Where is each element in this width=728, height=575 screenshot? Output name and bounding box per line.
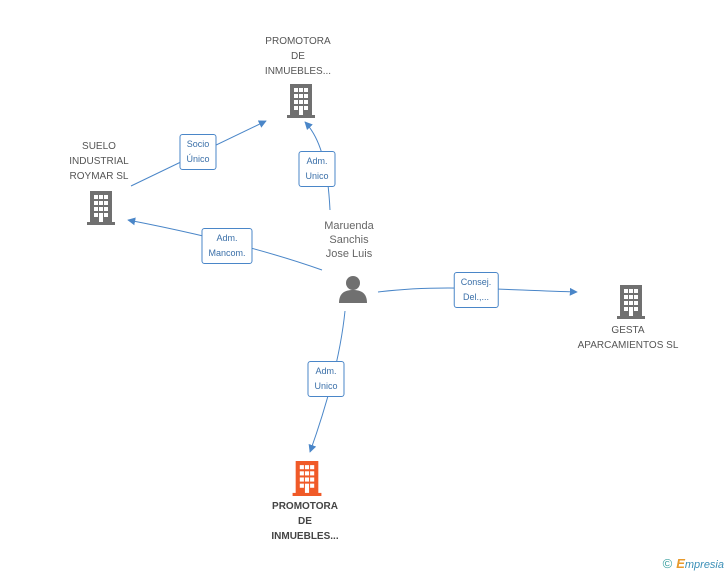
edge-label-adm-unico-top[interactable]: Adm. Unico (298, 151, 336, 187)
person-icon[interactable] (339, 276, 367, 303)
node-label-line: INMUEBLES... (264, 66, 332, 77)
edge-label-socio-unico[interactable]: Socio Único (179, 134, 217, 170)
edge-label-line: Socio (186, 139, 210, 149)
node-label-person[interactable]: Maruenda Sanchis Jose Luis (324, 219, 374, 261)
node-label-suelo[interactable]: SUELO INDUSTRIAL ROYMAR SL (69, 139, 128, 184)
building-icon[interactable] (617, 285, 645, 319)
node-label-line: SUELO (82, 141, 116, 152)
node-label-line: DE (291, 51, 305, 62)
edge-label-line: Consej. (460, 277, 492, 287)
building-icon-highlight[interactable] (292, 461, 322, 496)
edge-label-consej-del[interactable]: Consej. Del.,... (453, 272, 499, 308)
edge-label-line: Unico (314, 381, 338, 391)
node-label-gesta[interactable]: GESTA APARCAMIENTOS SL (578, 323, 679, 353)
edge-label-line: Del.,... (462, 292, 490, 302)
node-label-line: Maruenda (324, 220, 374, 232)
node-label-line: Sanchis (329, 234, 369, 246)
node-label-line: PROMOTORA (272, 501, 338, 512)
node-label-promotora-bottom[interactable]: PROMOTORA DE INMUEBLES... (271, 499, 338, 544)
edge-label-line: Único (186, 154, 210, 164)
edge-label-adm-mancom[interactable]: Adm. Mancom. (201, 228, 253, 264)
node-label-line: GESTA (611, 325, 645, 336)
edge-label-line: Unico (305, 171, 329, 181)
node-label-line: PROMOTORA (265, 36, 331, 47)
node-label-line: INDUSTRIAL (69, 156, 129, 167)
brand-footer[interactable]: ©Empresia (663, 556, 724, 571)
node-label-line: Jose Luis (325, 248, 373, 260)
building-icon[interactable] (87, 191, 115, 225)
brand-logo-letter: E (676, 556, 685, 571)
brand-logo-text: mpresia (684, 559, 724, 571)
copyright-icon: © (662, 556, 673, 571)
node-label-line: DE (298, 516, 312, 527)
edge-label-line: Adm. (306, 156, 328, 166)
building-icon[interactable] (287, 84, 315, 118)
node-label-line: INMUEBLES... (271, 531, 339, 542)
edge-label-line: Mancom. (208, 248, 246, 258)
node-label-promotora-top[interactable]: PROMOTORA DE INMUEBLES... (265, 34, 331, 79)
edge-label-line: Adm. (315, 366, 337, 376)
edge-label-adm-unico-bottom[interactable]: Adm. Unico (307, 361, 345, 397)
node-label-line: APARCAMIENTOS SL (577, 340, 679, 351)
node-label-line: ROYMAR SL (69, 171, 129, 182)
edge-label-line: Adm. (216, 233, 238, 243)
